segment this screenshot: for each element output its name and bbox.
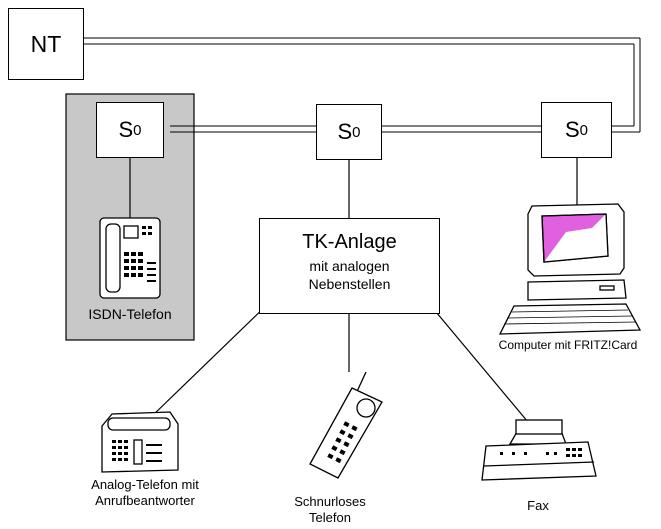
s0-subscript: 0 <box>579 121 589 139</box>
cordless-phone-label-line1: Schnurloses <box>294 494 366 509</box>
cordless-phone-label-line2: Telefon <box>309 510 351 525</box>
analog-phone-icon <box>101 411 179 473</box>
connection-lines <box>129 158 578 423</box>
nt-box: NT <box>8 8 84 80</box>
s0-subscript: 0 <box>352 123 361 141</box>
fax-label: Fax <box>527 498 549 513</box>
analog-phone-label-line2: Anrufbeantworter <box>95 493 195 508</box>
isdn-phone-icon <box>99 217 161 299</box>
s0-label: S <box>564 117 580 142</box>
fax-icon <box>481 419 597 481</box>
tk-anlage-line1: mit analogen <box>309 258 390 274</box>
isdn-telefon-label: ISDN-Telefon <box>88 306 172 322</box>
bus-lines <box>82 37 641 133</box>
nt-label: NT <box>30 30 62 57</box>
tk-anlage-title: TK-Anlage <box>302 231 397 253</box>
computer-icon <box>498 203 642 335</box>
cordless-phone-icon <box>309 371 383 479</box>
s0-subscript: 0 <box>133 121 142 139</box>
tk-anlage-line2: Nebenstellen <box>308 276 391 292</box>
analog-phone-label: Analog-Telefon mit Anrufbeantworter <box>70 477 220 509</box>
tk-anlage-box: TK-Anlage mit analogen Nebenstellen <box>259 218 440 314</box>
analog-phone-label-line1: Analog-Telefon mit <box>91 477 199 492</box>
cordless-phone-label: Schnurloses Telefon <box>280 494 380 526</box>
s0-label: S <box>118 117 134 142</box>
computer-label: Computer mit FRITZ!Card <box>498 338 638 352</box>
s0-label: S <box>337 119 353 144</box>
